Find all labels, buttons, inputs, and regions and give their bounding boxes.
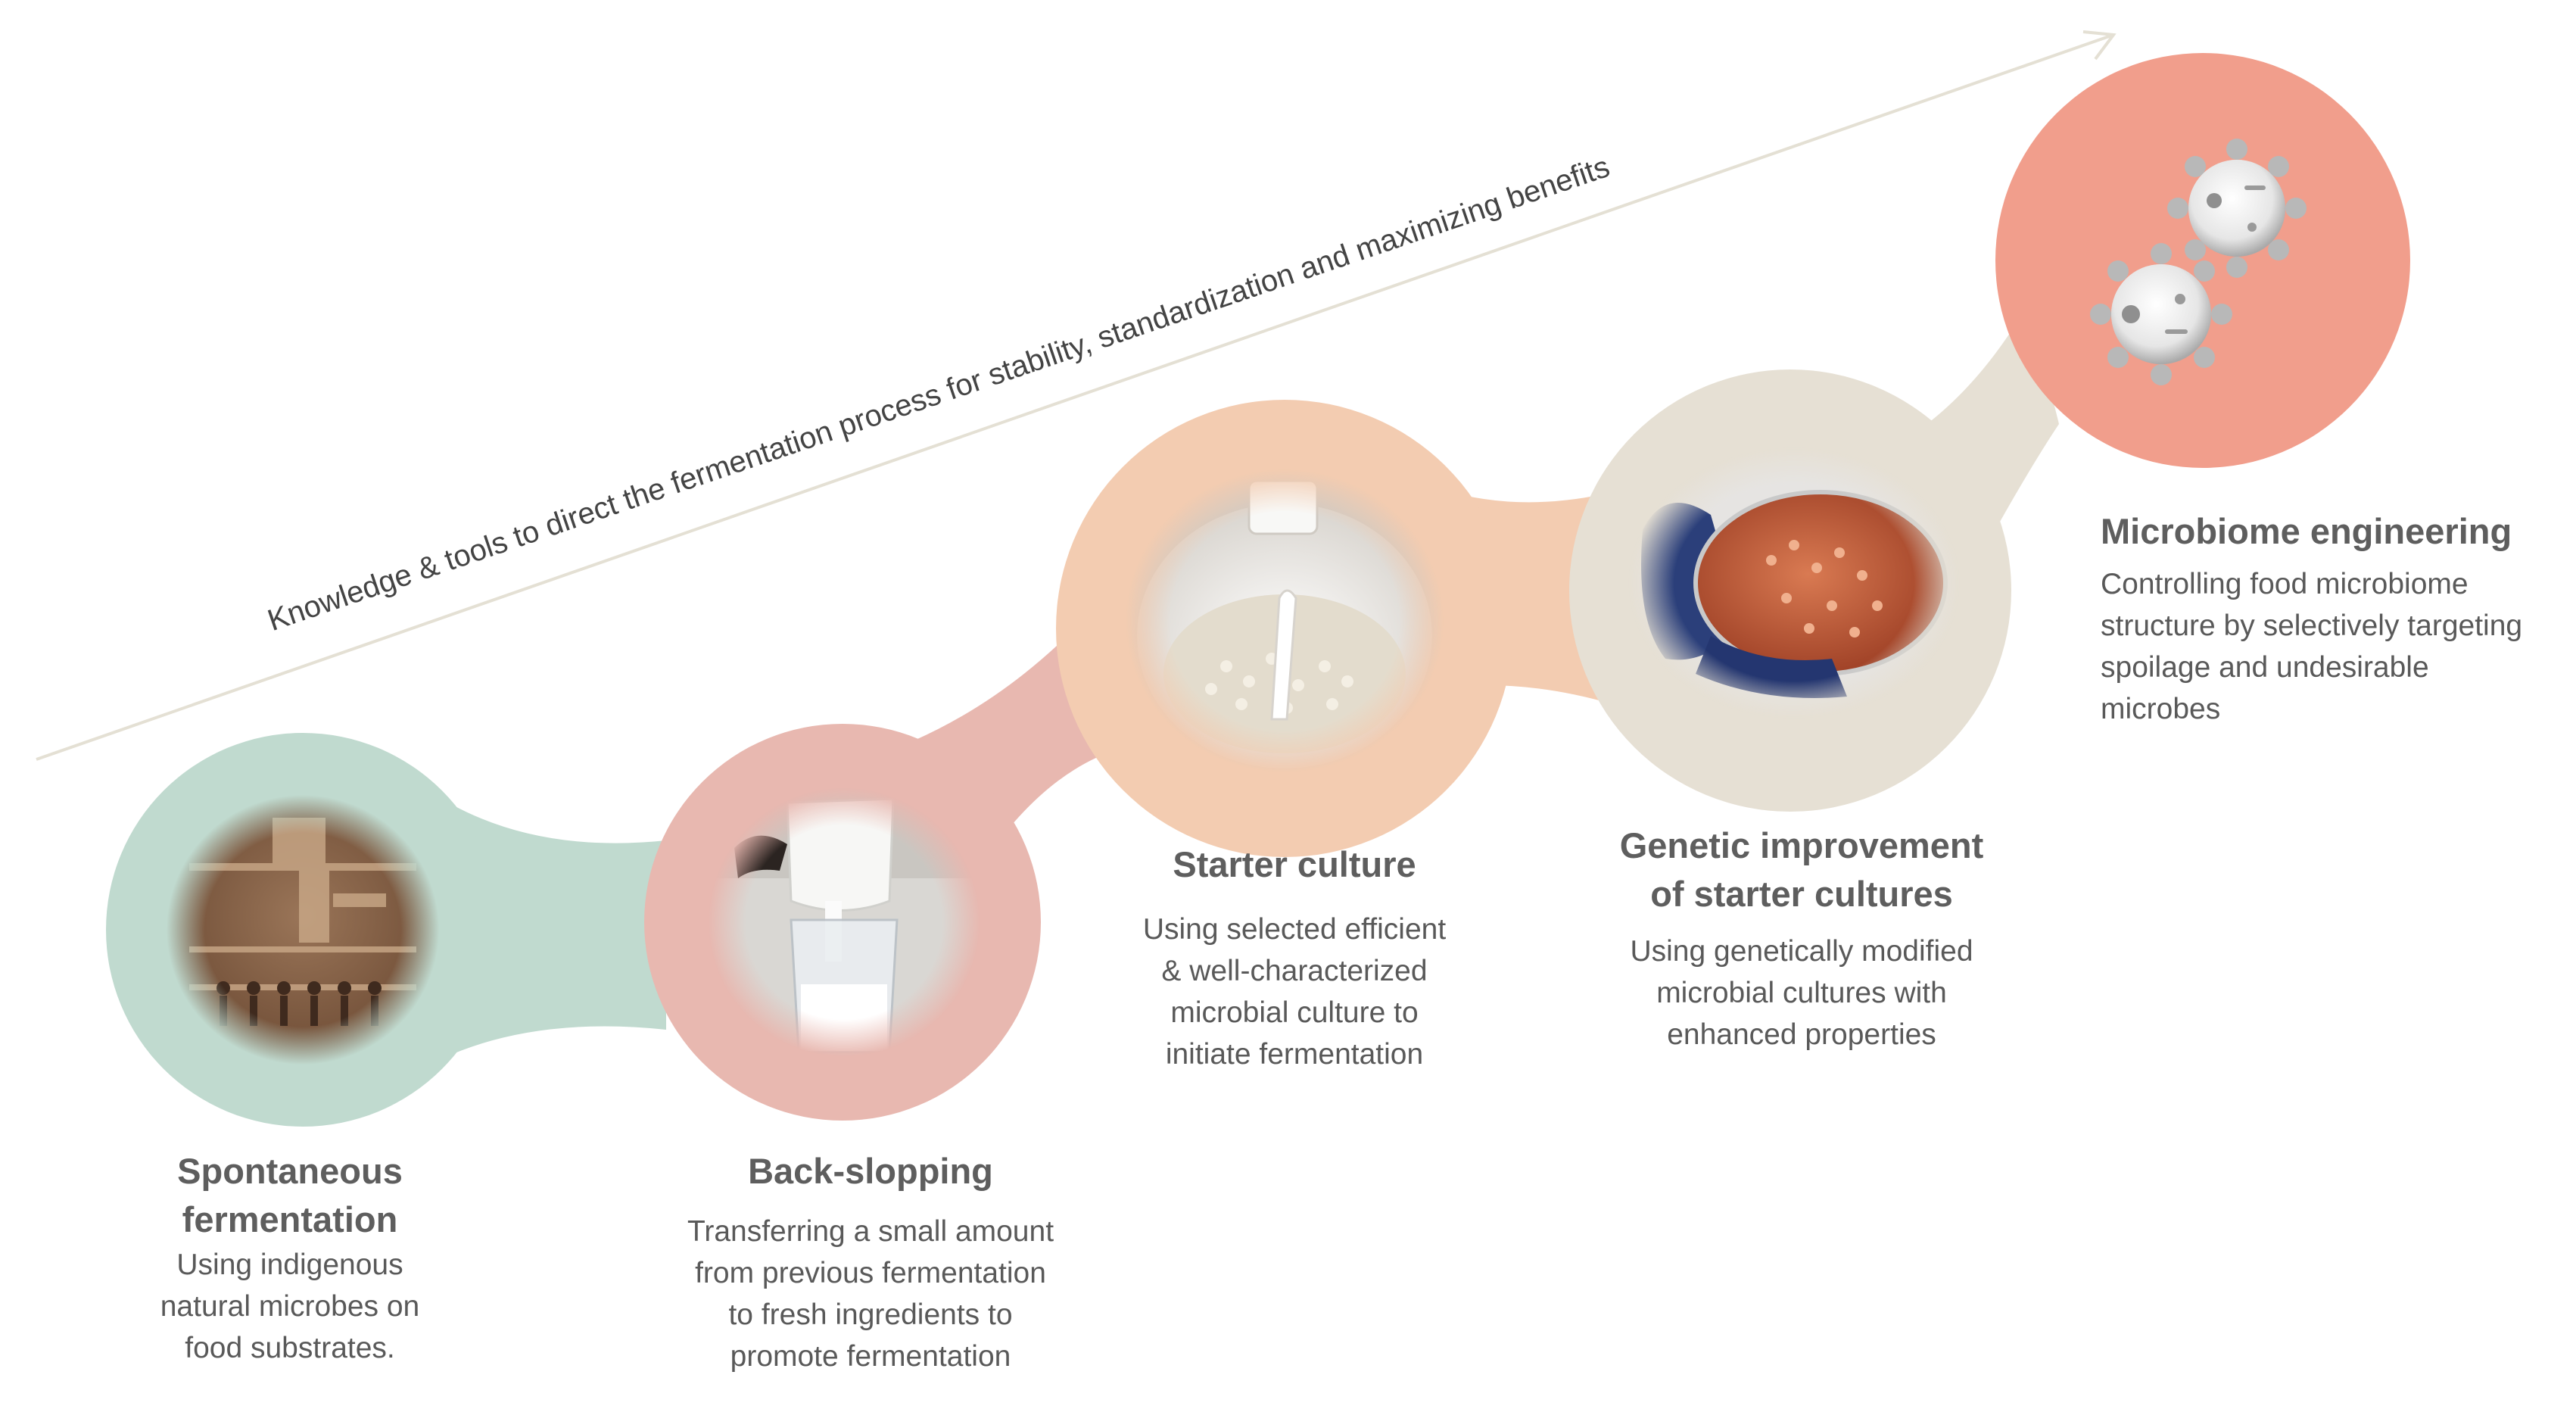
petri-dish-picture	[1628, 447, 1961, 719]
step-5-text: Microbiome engineering Controlling food …	[2101, 507, 2566, 730]
step-5-desc-line: spoilage and undesirable	[2101, 651, 2429, 684]
step-1-description: Using indigenous natural microbes on foo…	[112, 1244, 468, 1369]
step-2-desc-line: Transferring a small amount	[687, 1215, 1054, 1248]
step-3-description: Using selected efficient & well-characte…	[1090, 909, 1499, 1075]
step-2-text: Back-slopping Transferring a small amoun…	[651, 1147, 1090, 1377]
step-1-title-line: fermentation	[182, 1199, 398, 1239]
step-4-title-line: Genetic improvement	[1619, 825, 1984, 865]
microbe-gears-picture	[2090, 139, 2307, 385]
step-4-description: Using genetically modified microbial cul…	[1575, 931, 2029, 1055]
step-3-desc-line: & well-characterized	[1161, 955, 1428, 987]
ancient-relief-picture	[167, 795, 439, 1065]
step-4-title: Genetic improvement of starter cultures	[1575, 821, 2029, 918]
step-5-desc-line: Controlling food microbiome	[2101, 568, 2469, 600]
step-4-desc-line: microbial cultures with	[1656, 977, 1947, 1009]
step-1-desc-line: natural microbes on	[160, 1290, 420, 1323]
step-1-title-line: Spontaneous	[177, 1151, 403, 1191]
step-5-title: Microbiome engineering	[2101, 507, 2566, 556]
step-5-desc-line: microbes	[2101, 693, 2221, 725]
step-3-title: Starter culture	[1090, 840, 1499, 889]
step-2-desc-line: promote fermentation	[730, 1340, 1011, 1373]
step-5-circle	[1995, 53, 2410, 468]
microbe-gear-bottom	[2090, 243, 2232, 385]
step-3-desc-line: Using selected efficient	[1142, 913, 1447, 946]
step-1-desc-line: Using indigenous	[176, 1249, 403, 1281]
progress-arrow-line	[36, 33, 2114, 761]
starter-culture-picture	[1126, 469, 1444, 772]
step-2-title: Back-slopping	[651, 1147, 1090, 1196]
step-3-text: Starter culture Using selected efficient…	[1090, 840, 1499, 1075]
step-1-desc-line: food substrates.	[185, 1332, 395, 1364]
step-5-title-line: Microbiome engineering	[2101, 511, 2512, 551]
step-3-desc-line: initiate fermentation	[1165, 1038, 1424, 1071]
step-5-desc-line: structure by selectively targeting	[2101, 609, 2523, 642]
microbe-gear-top	[2167, 139, 2307, 278]
step-5-description: Controlling food microbiome structure by…	[2101, 563, 2566, 730]
step-4-desc-line: enhanced properties	[1667, 1018, 1936, 1051]
step-2-desc-line: to fresh ingredients to	[728, 1298, 1013, 1331]
step-1-text: Spontaneous fermentation Using indigenou…	[112, 1147, 468, 1369]
step-4-title-line: of starter cultures	[1650, 874, 1953, 914]
step-2-description: Transferring a small amount from previou…	[651, 1211, 1090, 1377]
step-2-desc-line: from previous fermentation	[695, 1257, 1046, 1289]
milk-pouring-picture	[708, 787, 980, 1057]
step-3-title-line: Starter culture	[1173, 844, 1416, 884]
progress-arrow-head	[2082, 30, 2117, 61]
step-2-title-line: Back-slopping	[748, 1151, 993, 1191]
step-4-desc-line: Using genetically modified	[1630, 935, 1973, 968]
step-3-desc-line: microbial culture to	[1170, 996, 1419, 1029]
step-1-title: Spontaneous fermentation	[112, 1147, 468, 1244]
step-4-text: Genetic improvement of starter cultures …	[1575, 821, 2029, 1055]
